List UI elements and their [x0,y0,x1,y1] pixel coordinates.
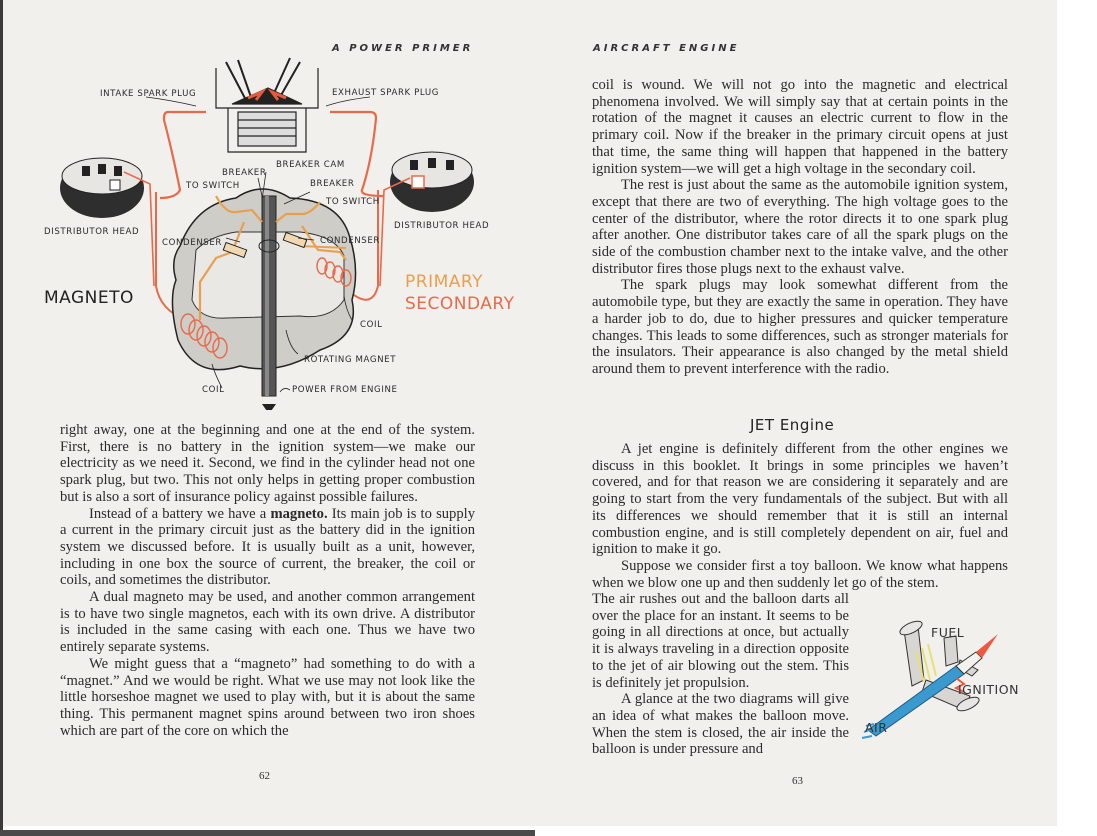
right-page-body-top: coil is wound. We will not go into the m… [592,77,1008,378]
coil-right-icon [316,257,352,287]
paragraph: We might guess that a “magneto” had some… [60,655,475,739]
label-exhaust-spark-plug: EXHAUST SPARK PLUG [332,88,439,98]
jet-airplane-icon [861,620,998,739]
paragraph: A jet engine is definitely different fro… [592,441,1008,558]
cylinder-icon [215,57,319,153]
label-fuel: FUEL [931,625,965,640]
paragraph: coil is wound. We will not go into the m… [592,77,1008,177]
label-condenser-right: CONDENSER [320,236,380,246]
running-head-right: AIRCRAFT ENGINE [593,43,740,54]
diagram-title-magneto: MAGNETO [44,288,134,308]
page-bottom-edge [0,830,535,836]
section-heading-jet-engine: JET Engine [750,416,835,434]
paragraph: A glance at the two diagrams will give a… [592,691,849,758]
paragraph: Suppose we consider first a toy balloon.… [592,557,1008,591]
distributor-head-right-icon [379,151,474,287]
label-condenser-left: CONDENSER [162,238,222,248]
label-air: AIR [865,720,888,735]
label-to-switch-right: TO SWITCH [326,197,380,207]
legend-secondary: SECONDARY [405,294,515,314]
label-breaker-left: BREAKER [222,168,267,178]
label-ignition: IGNITION [958,682,1019,697]
distributor-head-left-icon [60,157,155,287]
magneto-diagram [60,57,474,410]
label-rotating-magnet: ROTATING MAGNET [304,355,397,365]
label-power-from-engine: POWER FROM ENGINE [292,385,398,395]
paragraph: The spark plugs may look somewhat differ… [592,277,1008,377]
paragraph: A dual magneto may be used, and another … [60,589,475,656]
paragraph: The rest is just about the same as the a… [592,177,1008,277]
label-distributor-head-left: DISTRIBUTOR HEAD [44,227,140,237]
label-intake-spark-plug: INTAKE SPARK PLUG [100,89,197,99]
page-edge-shadow [0,0,3,836]
book-spread [0,0,1057,826]
bold-term-magneto: magneto. [270,505,328,522]
paragraph: The air rushes out and the balloon darts… [592,591,849,691]
label-breaker-right: BREAKER [310,179,355,189]
left-page-body: right away, one at the beginning and one… [60,422,475,739]
coil-left-icon [180,313,228,359]
label-coil-right: COIL [360,320,383,330]
page-number-right: 63 [792,775,803,787]
right-page-body-jet: A jet engine is definitely different fro… [592,441,1008,591]
running-head-left: A POWER PRIMER [332,43,474,54]
paragraph: right away, one at the beginning and one… [60,422,475,505]
label-to-switch-left: TO SWITCH [186,181,240,191]
page-number-left: 62 [259,770,270,782]
legend-primary: PRIMARY [405,272,483,292]
right-page-body-narrow: The air rushes out and the balloon darts… [592,591,849,758]
paragraph: Instead of a battery we have a magneto. … [60,505,475,589]
label-distributor-head-right: DISTRIBUTOR HEAD [394,221,490,231]
label-coil-left: COIL [202,385,225,395]
label-breaker-cam: BREAKER CAM [276,160,345,170]
